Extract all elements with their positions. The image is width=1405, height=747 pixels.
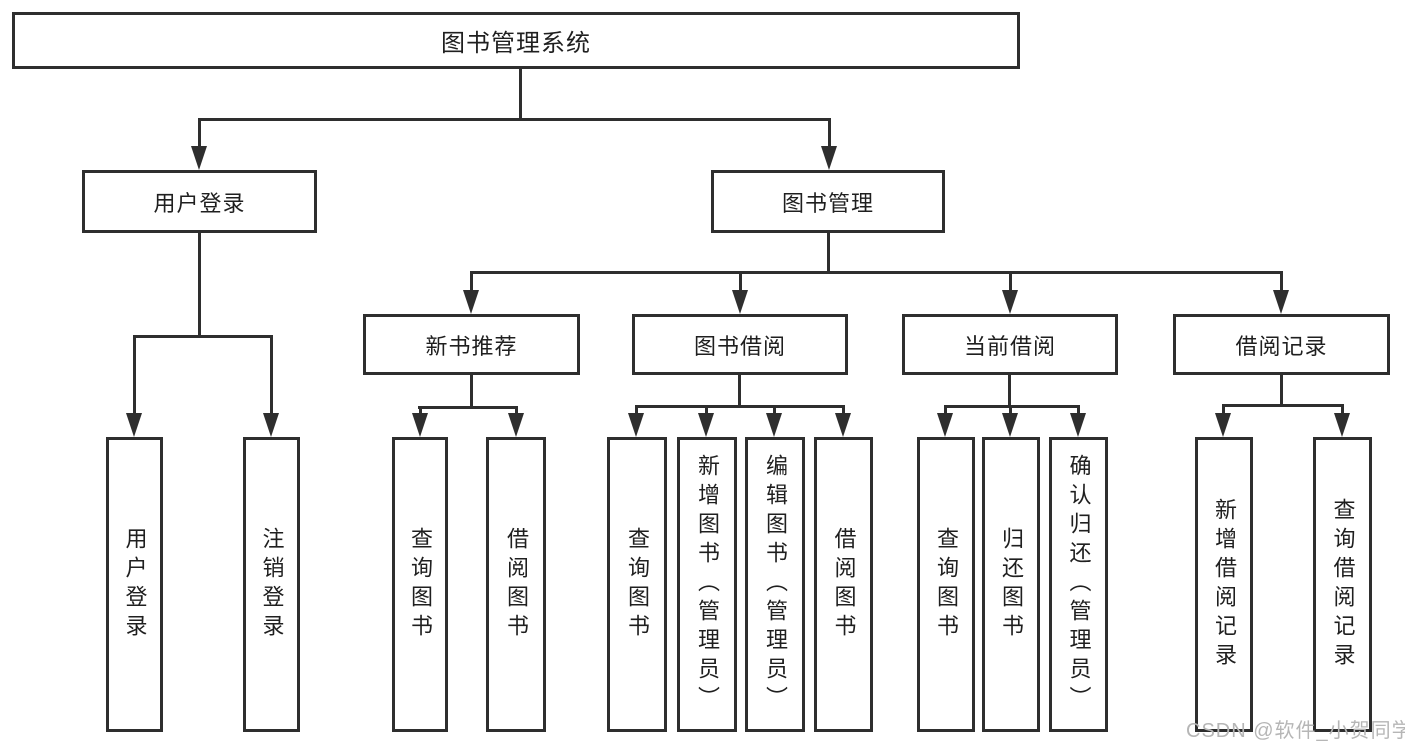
arrow-down-icon — [821, 146, 837, 170]
leaf-borrow-books-recommend: 借阅图书 — [486, 437, 546, 732]
arrow-down-icon — [1002, 290, 1018, 314]
leaf-logout: 注销登录 — [243, 437, 300, 732]
leaf-query-books-recommend: 查询图书 — [392, 437, 448, 732]
leaf-label: 新增图书（管理员） — [695, 454, 720, 715]
arrow-down-icon — [463, 290, 479, 314]
node-borrow-records: 借阅记录 — [1173, 314, 1390, 375]
connector-line — [827, 233, 830, 271]
connector-line — [470, 271, 1283, 274]
leaf-label: 查询图书 — [408, 526, 433, 643]
node-label: 图书管理系统 — [441, 30, 591, 57]
watermark: CSDN @软件_小贺同学 — [1186, 720, 1405, 742]
node-label: 图书借阅 — [693, 333, 786, 359]
leaf-label: 查询借阅记录 — [1330, 497, 1356, 672]
connector-line — [1280, 375, 1283, 404]
leaf-add-book-admin: 新增图书（管理员） — [677, 437, 737, 732]
connector-line — [133, 335, 273, 338]
arrow-down-icon — [126, 413, 142, 437]
connector-line — [1009, 271, 1012, 293]
arrow-down-icon — [835, 413, 851, 437]
leaf-label: 确认归还（管理员） — [1066, 454, 1092, 715]
connector-line — [1341, 404, 1344, 416]
connector-line — [944, 405, 1080, 408]
arrow-down-icon — [1215, 413, 1231, 437]
leaf-confirm-return-admin: 确认归还（管理员） — [1049, 437, 1108, 732]
leaf-label: 归还图书 — [999, 526, 1024, 643]
arrow-down-icon — [508, 413, 524, 437]
leaf-label: 查询图书 — [934, 526, 959, 643]
connector-line — [133, 335, 136, 415]
connector-line — [198, 118, 201, 152]
connector-line — [198, 233, 201, 335]
leaf-label: 编辑图书（管理员） — [763, 454, 788, 715]
leaf-user-login: 用户登录 — [106, 437, 163, 732]
connector-line — [519, 69, 522, 118]
arrow-down-icon — [1334, 413, 1350, 437]
connector-line — [828, 118, 831, 152]
leaf-query-borrow-record: 查询借阅记录 — [1313, 437, 1372, 732]
node-label: 图书管理 — [781, 190, 874, 216]
connector-line — [1077, 405, 1080, 416]
connector-line — [739, 271, 742, 293]
node-book-management: 图书管理 — [711, 170, 945, 233]
connector-line — [419, 406, 422, 416]
leaf-label: 注销登录 — [259, 526, 285, 643]
connector-line — [1280, 271, 1283, 293]
arrow-down-icon — [191, 146, 207, 170]
connector-line — [1222, 404, 1344, 407]
connector-line — [773, 405, 776, 416]
leaf-query-books-borrow: 查询图书 — [607, 437, 667, 732]
leaf-label: 借阅图书 — [504, 526, 529, 643]
node-label: 当前借阅 — [963, 333, 1056, 359]
connector-line — [198, 118, 831, 121]
connector-line — [418, 406, 518, 409]
arrow-down-icon — [1273, 290, 1289, 314]
node-user-login: 用户登录 — [82, 170, 317, 233]
leaf-label: 新增借阅记录 — [1212, 497, 1237, 672]
leaf-edit-book-admin: 编辑图书（管理员） — [745, 437, 805, 732]
connector-line — [1009, 405, 1012, 416]
connector-line — [470, 375, 473, 406]
node-system-root: 图书管理系统 — [12, 12, 1020, 69]
node-book-borrow: 图书借阅 — [632, 314, 848, 375]
leaf-label: 用户登录 — [122, 526, 148, 643]
arrow-down-icon — [732, 290, 748, 314]
arrow-down-icon — [937, 413, 953, 437]
node-label: 新书推荐 — [425, 333, 518, 359]
node-current-borrow: 当前借阅 — [902, 314, 1118, 375]
connector-line — [1222, 404, 1225, 416]
leaf-query-books-current: 查询图书 — [917, 437, 975, 732]
node-label: 借阅记录 — [1235, 333, 1328, 359]
connector-line — [738, 375, 741, 405]
connector-line — [515, 406, 518, 416]
arrow-down-icon — [628, 413, 644, 437]
arrow-down-icon — [1070, 413, 1086, 437]
arrow-down-icon — [766, 413, 782, 437]
connector-line — [635, 405, 638, 416]
connector-line — [1008, 375, 1011, 405]
arrow-down-icon — [412, 413, 428, 437]
arrow-down-icon — [263, 413, 279, 437]
leaf-borrow-books: 借阅图书 — [814, 437, 873, 732]
leaf-add-borrow-record: 新增借阅记录 — [1195, 437, 1253, 732]
arrow-down-icon — [698, 413, 714, 437]
connector-line — [635, 405, 845, 408]
connector-line — [842, 405, 845, 416]
node-label: 用户登录 — [153, 190, 246, 216]
leaf-label: 查询图书 — [625, 526, 650, 643]
leaf-label: 借阅图书 — [831, 526, 857, 643]
connector-line — [944, 405, 947, 416]
connector-line — [470, 271, 473, 293]
connector-line — [270, 335, 273, 415]
connector-line — [705, 405, 708, 416]
leaf-return-books: 归还图书 — [982, 437, 1040, 732]
node-new-book-recommend: 新书推荐 — [363, 314, 580, 375]
arrow-down-icon — [1002, 413, 1018, 437]
